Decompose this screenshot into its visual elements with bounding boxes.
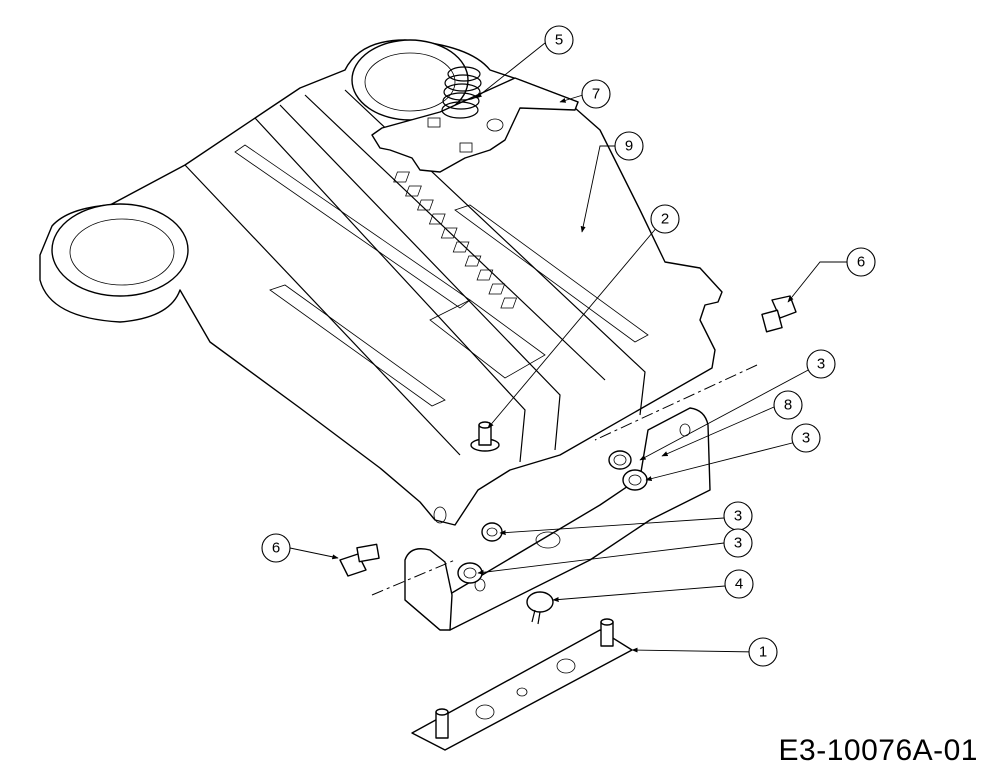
- callout-9: 9: [614, 131, 644, 161]
- bottom-plate: [411, 618, 633, 751]
- drawing-number: E3-10076A-01: [778, 734, 978, 767]
- pin: [470, 421, 500, 452]
- callout-6-right: 6: [846, 247, 876, 277]
- washer-front-upper: [481, 522, 503, 542]
- callout-8-label: 8: [784, 397, 792, 414]
- callout-6-left-label: 6: [272, 540, 280, 557]
- callout-6-right-label: 6: [857, 254, 865, 271]
- leader-lines: [289, 42, 847, 653]
- nut-washer-rear-upper: [608, 450, 632, 470]
- axis-line-right: [594, 364, 758, 441]
- callout-3-b-label: 3: [802, 430, 810, 447]
- callout-7-label: 7: [592, 86, 600, 103]
- callout-3-c-label: 3: [734, 508, 742, 525]
- callout-5: 5: [544, 25, 574, 55]
- callout-1-label: 1: [759, 644, 767, 661]
- callout-1: 1: [748, 637, 778, 667]
- callout-3-d-label: 3: [734, 535, 742, 552]
- callout-4-label: 4: [735, 576, 743, 593]
- callout-3-a-label: 3: [817, 356, 825, 373]
- callout-3-c: 3: [723, 501, 753, 531]
- callout-9-label: 9: [625, 138, 633, 155]
- callout-3-d: 3: [723, 528, 753, 558]
- callout-5-label: 5: [555, 32, 563, 49]
- callout-6-left: 6: [261, 533, 291, 563]
- bolt-right: [761, 295, 797, 333]
- bolt-left: [339, 543, 380, 577]
- front-angled-bracket: [404, 531, 561, 631]
- callout-8: 8: [773, 390, 803, 420]
- callout-7: 7: [581, 79, 611, 109]
- plug: [526, 591, 554, 625]
- callout-3-b: 3: [791, 423, 821, 453]
- nut-washer-rear-lower: [622, 469, 648, 491]
- seat-plate: [39, 39, 723, 526]
- callout-3-a: 3: [806, 349, 836, 379]
- callout-2-label: 2: [661, 211, 669, 228]
- callout-4: 4: [724, 569, 754, 599]
- axis-line-left: [371, 559, 456, 596]
- spring: [441, 66, 482, 119]
- callout-2: 2: [650, 204, 680, 234]
- square-holes: [393, 171, 518, 309]
